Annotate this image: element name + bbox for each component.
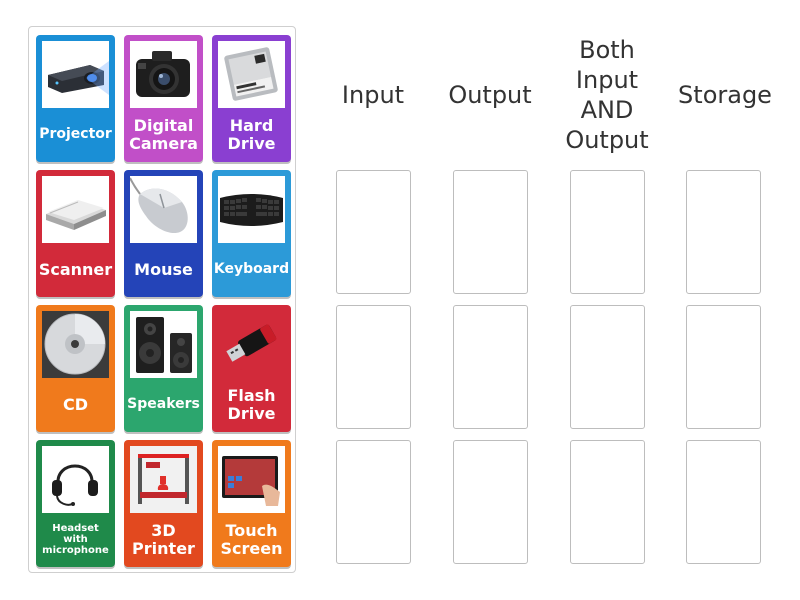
drop-box-output-3[interactable]	[453, 440, 528, 564]
tile-label: Projector	[39, 125, 112, 142]
3d-printer-icon	[130, 446, 197, 513]
drop-box-both-2[interactable]	[570, 305, 645, 429]
mouse-icon	[130, 176, 197, 243]
tile-speakers[interactable]: Speakers	[124, 305, 203, 432]
tile-touch-screen[interactable]: Touch Screen	[212, 440, 291, 567]
column-header-output: Output	[448, 81, 532, 109]
cd-icon	[42, 311, 109, 378]
drop-box-both-3[interactable]	[570, 440, 645, 564]
speakers-icon	[130, 311, 197, 378]
tile-digital-camera[interactable]: Digital Camera	[124, 35, 203, 162]
tile-label: Hard Drive	[227, 115, 276, 153]
column-header-both: Both Input AND Output	[565, 36, 649, 154]
tile-label: Speakers	[127, 395, 200, 412]
tile-label: Scanner	[38, 259, 113, 279]
projector-icon	[42, 41, 109, 108]
tile-label: 3D Printer	[132, 520, 195, 558]
tile-label: Keyboard	[213, 260, 290, 277]
tile-label: Flash Drive	[227, 385, 276, 423]
hard-drive-icon	[218, 41, 285, 108]
column-header-input: Input	[341, 81, 405, 109]
drop-box-both-1[interactable]	[570, 170, 645, 294]
tile-flash-drive[interactable]: Flash Drive	[212, 305, 291, 432]
tile-hard-drive[interactable]: Hard Drive	[212, 35, 291, 162]
drop-box-storage-1[interactable]	[686, 170, 761, 294]
tile-3d-printer[interactable]: 3D Printer	[124, 440, 203, 567]
flash-drive-icon	[218, 311, 285, 378]
tile-label: Headset with microphone	[42, 522, 109, 557]
tile-scanner[interactable]: Scanner	[36, 170, 115, 297]
tile-label: Digital Camera	[129, 115, 198, 153]
drop-box-input-2[interactable]	[336, 305, 411, 429]
tile-label: CD	[62, 394, 89, 414]
tile-headset[interactable]: Headset with microphone	[36, 440, 115, 567]
camera-icon	[130, 41, 197, 108]
touch-screen-icon	[218, 446, 285, 513]
tile-cd[interactable]: CD	[36, 305, 115, 432]
tile-keyboard[interactable]: Keyboard	[212, 170, 291, 297]
tile-mouse[interactable]: Mouse	[124, 170, 203, 297]
column-header-storage: Storage	[678, 81, 772, 109]
drop-box-storage-2[interactable]	[686, 305, 761, 429]
drop-box-output-2[interactable]	[453, 305, 528, 429]
tile-projector[interactable]: Projector	[36, 35, 115, 162]
drop-box-input-3[interactable]	[336, 440, 411, 564]
tile-label: Mouse	[134, 259, 193, 279]
headset-icon	[42, 446, 109, 513]
tile-label: Touch Screen	[220, 520, 283, 558]
drop-box-input-1[interactable]	[336, 170, 411, 294]
scanner-icon	[42, 176, 109, 243]
tile-palette: Projector Digital Camera	[28, 26, 296, 573]
keyboard-icon	[218, 176, 285, 243]
drop-box-storage-3[interactable]	[686, 440, 761, 564]
drop-box-output-1[interactable]	[453, 170, 528, 294]
